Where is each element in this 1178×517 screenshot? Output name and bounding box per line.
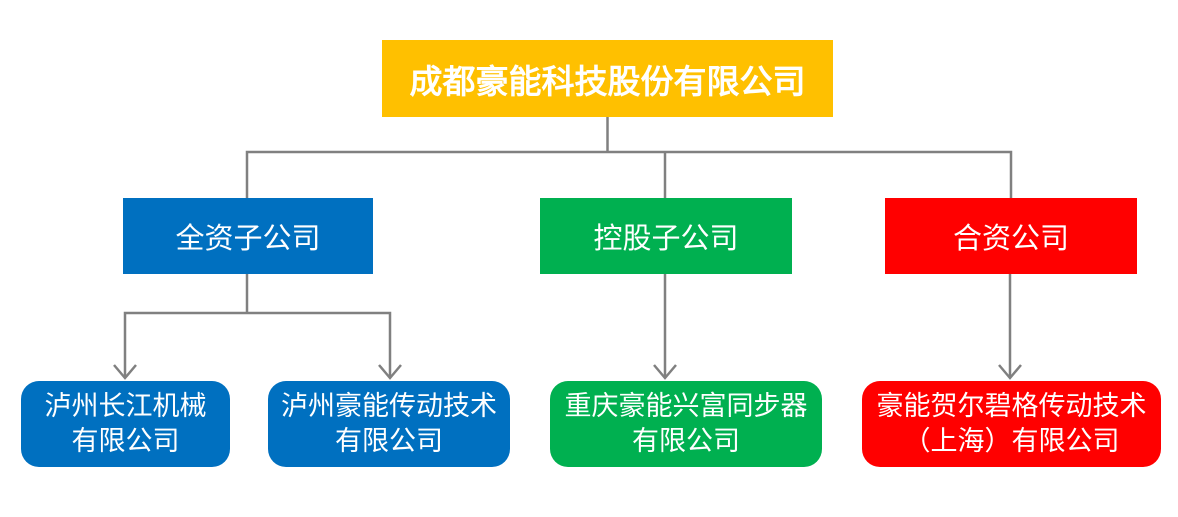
company-label: 泸州豪能传动技术 有限公司 [281, 390, 497, 456]
node-parent-company: 成都豪能科技股份有限公司 [382, 40, 833, 117]
connector-l2-rail [245, 150, 1013, 198]
node-category-joint-venture: 合资公司 [885, 198, 1137, 274]
company-label: 泸州长江机械 有限公司 [44, 390, 207, 456]
node-company-luzhou-changjiang: 泸州长江机械 有限公司 [21, 381, 230, 467]
node-category-holding: 控股子公司 [540, 198, 792, 274]
parent-company-label: 成都豪能科技股份有限公司 [409, 62, 806, 100]
connector-wholly-rail [123, 311, 392, 377]
node-company-hoerbiger-shanghai: 豪能贺尔碧格传动技术 （上海）有限公司 [862, 381, 1161, 467]
category-wholly-owned-label: 全资子公司 [175, 223, 321, 255]
node-company-luzhou-haoneng: 泸州豪能传动技术 有限公司 [268, 381, 510, 467]
company-label: 豪能贺尔碧格传动技术 （上海）有限公司 [876, 390, 1147, 456]
arrowhead [113, 364, 137, 380]
node-category-wholly-owned: 全资子公司 [123, 198, 373, 274]
arrowhead [653, 364, 677, 380]
arrowhead [378, 364, 402, 380]
category-joint-venture-label: 合资公司 [952, 223, 1069, 255]
node-company-chongqing-xingfu: 重庆豪能兴富同步器 有限公司 [550, 381, 822, 467]
arrowhead [998, 364, 1022, 380]
category-holding-label: 控股子公司 [593, 223, 739, 255]
company-label: 重庆豪能兴富同步器 有限公司 [564, 390, 808, 456]
